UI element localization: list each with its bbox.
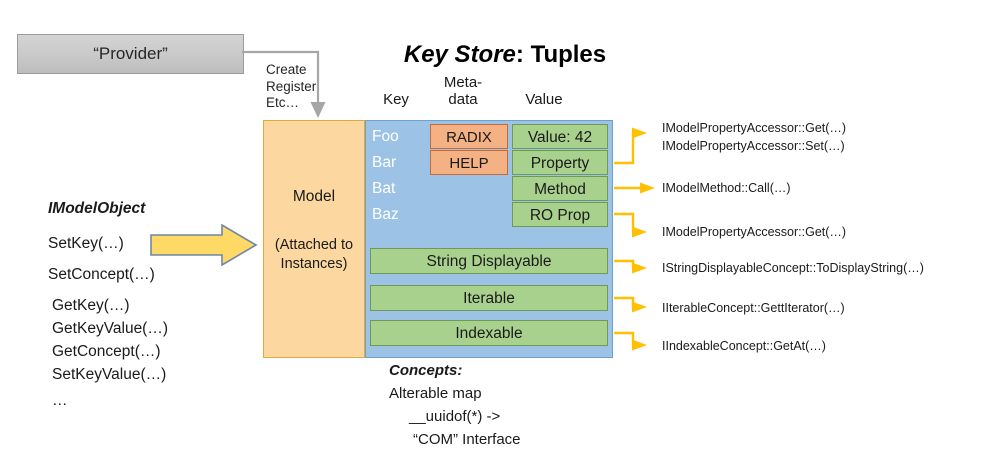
provider-label: “Provider” [93, 44, 168, 63]
value-cell-roprop: RO Prop [512, 202, 608, 227]
annotation-imodelpropertyaccessor-set: IModelPropertyAccessor::Set(…) [662, 139, 845, 153]
concept-bar-indexable: Indexable [370, 320, 608, 346]
value-cell-property: Property [512, 150, 608, 175]
value-cell-value42: Value: 42 [512, 124, 608, 149]
column-header-metadata: Meta- data [432, 74, 494, 108]
metadata-cell-radix: RADIX [430, 124, 508, 149]
title-emphasis: Key Store [403, 41, 516, 68]
key-cell-foo: Foo [372, 128, 399, 145]
imodelobject-method-getkeyvalue: GetKeyValue(…) [52, 320, 169, 337]
create-register-label: Create Register Etc… [266, 62, 326, 112]
concept-bar-string-displayable: String Displayable [370, 248, 608, 274]
imodelobject-to-model-arrow-icon [150, 224, 258, 266]
imodelobject-method-setkeyvalue: SetKeyValue(…) [52, 366, 167, 383]
create-line: Create [266, 62, 307, 77]
concepts-title: Concepts: [389, 362, 463, 379]
annotation-imodelpropertyaccessor-get-2: IModelPropertyAccessor::Get(…) [662, 225, 847, 239]
concepts-line-com-interface: “COM” Interface [413, 431, 521, 448]
concepts-line-alterable-map: Alterable map [389, 385, 482, 402]
page-title: Key Store: Tuples [370, 41, 640, 69]
imodelobject-method-ellipsis: … [52, 392, 68, 409]
imodelobject-method-getconcept: GetConcept(…) [52, 343, 161, 360]
model-label: Model [292, 188, 336, 205]
title-rest: : Tuples [515, 41, 607, 68]
annotation-imodelmethod-call: IModelMethod::Call(…) [662, 181, 791, 195]
annotation-istringdisplayableconcept-todisplaystring: IStringDisplayableConcept::ToDisplayStri… [662, 261, 924, 275]
imodelobject-method-setkey: SetKey(…) [48, 235, 124, 252]
column-header-value: Value [525, 91, 563, 108]
etc-line: Etc… [266, 95, 300, 110]
register-line: Register [266, 78, 317, 94]
imodelobject-method-getkey: GetKey(…) [52, 297, 130, 314]
key-cell-baz: Baz [372, 206, 399, 223]
metadata-header-line2: data [448, 91, 478, 108]
model-box [263, 120, 365, 358]
imodelobject-title: IModelObject [48, 200, 146, 217]
model-sublabel-line1: (Attached to [274, 237, 354, 253]
provider-box: “Provider” [17, 34, 244, 74]
column-header-key: Key [383, 91, 409, 108]
metadata-header-line1: Meta- [443, 74, 483, 91]
model-sublabel-line2: Instances) [280, 256, 348, 272]
annotation-imodelpropertyaccessor-get-1: IModelPropertyAccessor::Get(…) [662, 121, 847, 135]
key-cell-bar: Bar [372, 154, 397, 171]
concept-bar-iterable: Iterable [370, 285, 608, 311]
annotation-iiterableconcept-gettiterator: IIterableConcept::GettIterator(…) [662, 301, 845, 315]
value-cell-method: Method [512, 176, 608, 201]
metadata-cell-help: HELP [430, 150, 508, 175]
concepts-line-uuidof: __uuidof(*) -> [409, 408, 501, 425]
annotation-iindexableconcept-getat: IIndexableConcept::GetAt(…) [662, 339, 826, 353]
model-sublabel: (Attached to Instances) [261, 236, 367, 274]
key-cell-bat: Bat [372, 180, 396, 197]
imodelobject-method-setconcept: SetConcept(…) [48, 266, 155, 283]
create-register-arrow-icon [242, 50, 326, 118]
